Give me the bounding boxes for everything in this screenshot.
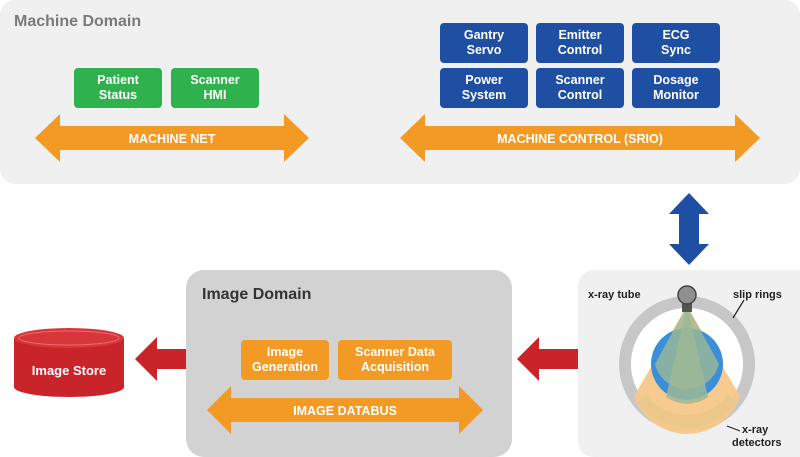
- machine-domain-title: Machine Domain: [14, 13, 142, 30]
- image-generation-module: Image Generation: [241, 340, 329, 380]
- machine-scanner-link-arrow: [669, 193, 709, 265]
- scanner-control-module: Scanner Control: [536, 68, 624, 108]
- xray-tube-icon: [677, 285, 697, 305]
- image-domain-title: Image Domain: [202, 286, 312, 303]
- xray-detectors-label-line1: x-ray: [742, 424, 769, 436]
- machine-net-label: MACHINE NET: [129, 132, 216, 146]
- power-system-module: Power System: [440, 68, 528, 108]
- ct-scanner-illustration: [619, 285, 755, 434]
- ecg-sync-module: ECG Sync: [632, 23, 720, 63]
- machine-control-label: MACHINE CONTROL (SRIO): [497, 132, 663, 146]
- scanner-data-acquisition-module: Scanner Data Acquisition: [338, 340, 452, 380]
- xray-tube-label: x-ray tube: [588, 289, 641, 301]
- machine-net-bus: [35, 114, 309, 162]
- xray-detectors-label-line2: detectors: [732, 437, 782, 449]
- image-databus-label: IMAGE DATABUS: [293, 404, 397, 418]
- image-databus: [207, 386, 483, 434]
- emitter-control-module: Emitter Control: [536, 23, 624, 63]
- gantry-servo-module: Gantry Servo: [440, 23, 528, 63]
- image-domain-to-store-arrow: [135, 337, 186, 381]
- machine-control-bus: [400, 114, 760, 162]
- scanner-hmi-module: Scanner HMI: [171, 68, 259, 108]
- patient-status-module: Patient Status: [74, 68, 162, 108]
- scanner-to-image-domain-arrow: [517, 337, 578, 381]
- image-store-cylinder: [14, 328, 124, 397]
- dosage-monitor-module: Dosage Monitor: [632, 68, 720, 108]
- image-store-label: Image Store: [32, 363, 106, 378]
- slip-rings-label: slip rings: [733, 289, 782, 301]
